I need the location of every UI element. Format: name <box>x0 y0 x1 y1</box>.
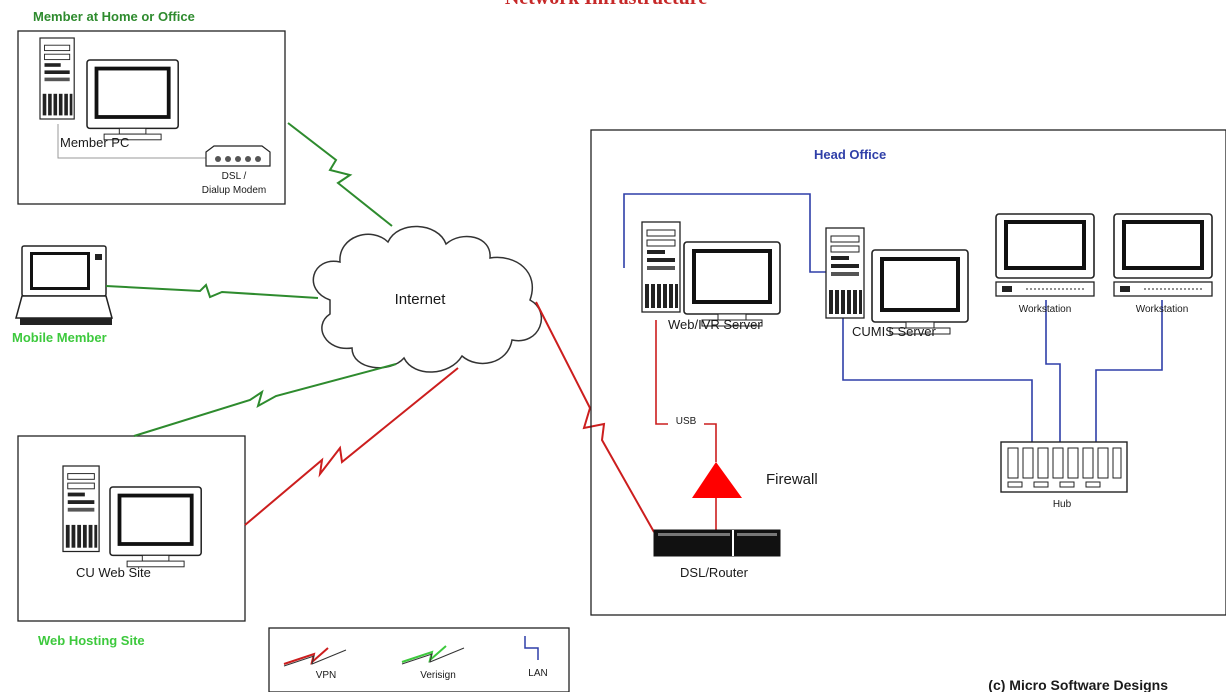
cu-web-monitor-icon <box>109 486 202 568</box>
head-office-box <box>590 129 1226 616</box>
modem-label-line1: DSL / <box>222 171 247 182</box>
group-label-member-home: Member at Home or Office <box>33 9 195 24</box>
group-label-head-office: Head Office <box>814 147 886 162</box>
lan-link-servers <box>623 193 828 273</box>
modem-cable <box>57 124 206 159</box>
legend-box <box>268 627 570 692</box>
legend-verisign-symbol <box>401 645 465 665</box>
diagram-title: Network Infrastructure <box>505 0 707 9</box>
group-label-mobile: Mobile Member <box>12 330 107 345</box>
vpn-link-head-office <box>535 301 655 533</box>
cu-web-site-label: CU Web Site <box>76 565 151 580</box>
dsl-router-label: DSL/Router <box>680 565 749 580</box>
web-ivr-tower-icon <box>641 221 681 313</box>
verisign-link-mobile <box>105 283 319 299</box>
hub-label: Hub <box>1053 499 1072 510</box>
group-label-web-hosting: Web Hosting Site <box>38 633 145 648</box>
web-ivr-server-label: Web/IVR Server <box>668 317 762 332</box>
cumis-tower-icon <box>825 227 865 319</box>
legend-verisign-label: Verisign <box>420 670 456 681</box>
lan-link-workstation-2 <box>1095 300 1163 442</box>
member-pc-monitor-icon <box>86 59 179 141</box>
firewall-label: Firewall <box>766 471 818 488</box>
modem-icon <box>205 145 271 167</box>
verisign-link-web-hosting <box>133 363 397 437</box>
workstation-1-icon <box>995 213 1095 297</box>
usb-cable <box>655 320 717 462</box>
laptop-icon <box>15 245 113 325</box>
usb-label: USB <box>676 416 697 427</box>
lan-link-workstation-1 <box>1045 300 1061 442</box>
verisign-link-member-home <box>287 122 393 227</box>
dsl-router-icon <box>653 529 781 557</box>
cumis-server-label: CUMIS Server <box>852 324 936 339</box>
legend-lan-symbol <box>524 636 539 660</box>
workstation-1-label: Workstation <box>1019 304 1072 315</box>
web-ivr-monitor-icon <box>683 241 781 327</box>
member-home-box <box>17 30 286 205</box>
internet-label: Internet <box>395 291 447 308</box>
hub-icon <box>1000 441 1128 493</box>
cumis-monitor-icon <box>871 249 969 335</box>
member-pc-label: Member PC <box>60 135 129 150</box>
lan-link-cumis-hub <box>842 316 1033 442</box>
workstation-2-icon <box>1113 213 1213 297</box>
workstation-2-label: Workstation <box>1136 304 1189 315</box>
vpn-link-web-hosting <box>244 367 459 526</box>
member-pc-tower-icon <box>39 37 75 120</box>
legend-lan-label: LAN <box>528 668 547 679</box>
usb-label-bg <box>668 412 704 428</box>
firewall-icon <box>692 462 742 498</box>
copyright-text: (c) Micro Software Designs <box>988 677 1168 692</box>
modem-label-line2: Dialup Modem <box>202 185 266 196</box>
cu-web-tower-icon <box>62 465 100 553</box>
legend-vpn-label: VPN <box>316 670 337 681</box>
legend-vpn-symbol <box>283 647 347 667</box>
web-hosting-box <box>17 435 246 622</box>
